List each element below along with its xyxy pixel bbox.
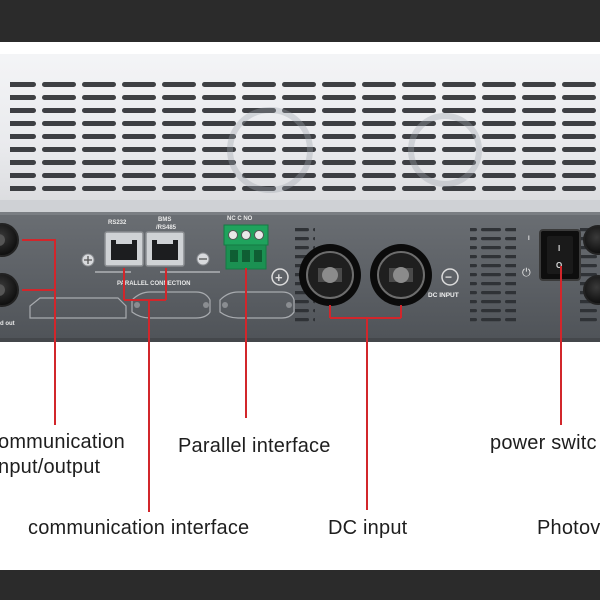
callout-parallel-interface: Parallel interface: [178, 435, 331, 457]
parallel-connection-area: PARALLEL CONNECTION: [29, 271, 295, 319]
dc-vent-right: [470, 226, 516, 324]
top-vent-grille: [10, 82, 600, 198]
callout-communication-line1: ommunication: [0, 431, 125, 453]
bottom-frame: [0, 570, 600, 600]
callout-line-comm-interface: [123, 268, 167, 512]
callout-lines: [22, 239, 562, 512]
terminal-labels: NC C NO: [227, 216, 253, 222]
comm-ports: RS232 BMS /RS485: [81, 217, 210, 267]
callout-photovoltaic: Photov: [537, 517, 600, 539]
callout-dc-input: DC input: [328, 517, 408, 539]
plus-mark: +: [275, 270, 283, 285]
callout-power-switch: power switc: [490, 432, 597, 454]
minus-mark: −: [445, 270, 452, 284]
parallel-connection-label: PARALLEL CONNECTION: [117, 281, 190, 287]
edge-text: d out: [0, 321, 15, 327]
rs232-label: RS232: [108, 220, 127, 226]
pv-connectors: [583, 225, 600, 305]
switch-on-glyph: I: [558, 244, 560, 253]
dc-input-connectors: [299, 244, 432, 306]
callout-communication-interface: communication interface: [28, 517, 250, 539]
power-symbol: ⏻: [522, 266, 531, 279]
bms-label-bottom: /RS485: [156, 225, 177, 231]
dc-input-marking: DC INPUT: [428, 292, 459, 299]
left-connectors: [0, 223, 19, 307]
switch-on-mark: I: [528, 236, 530, 242]
switch-off-glyph: O: [556, 261, 562, 270]
chassis-top: [0, 48, 600, 213]
bms-label-top: BMS: [158, 217, 171, 223]
callout-line-comm-io: [22, 239, 56, 425]
callout-line-dc: [329, 305, 402, 510]
callout-communication-line2: nput/output: [0, 456, 101, 478]
relay-terminal-block: NC C NO: [223, 216, 269, 270]
